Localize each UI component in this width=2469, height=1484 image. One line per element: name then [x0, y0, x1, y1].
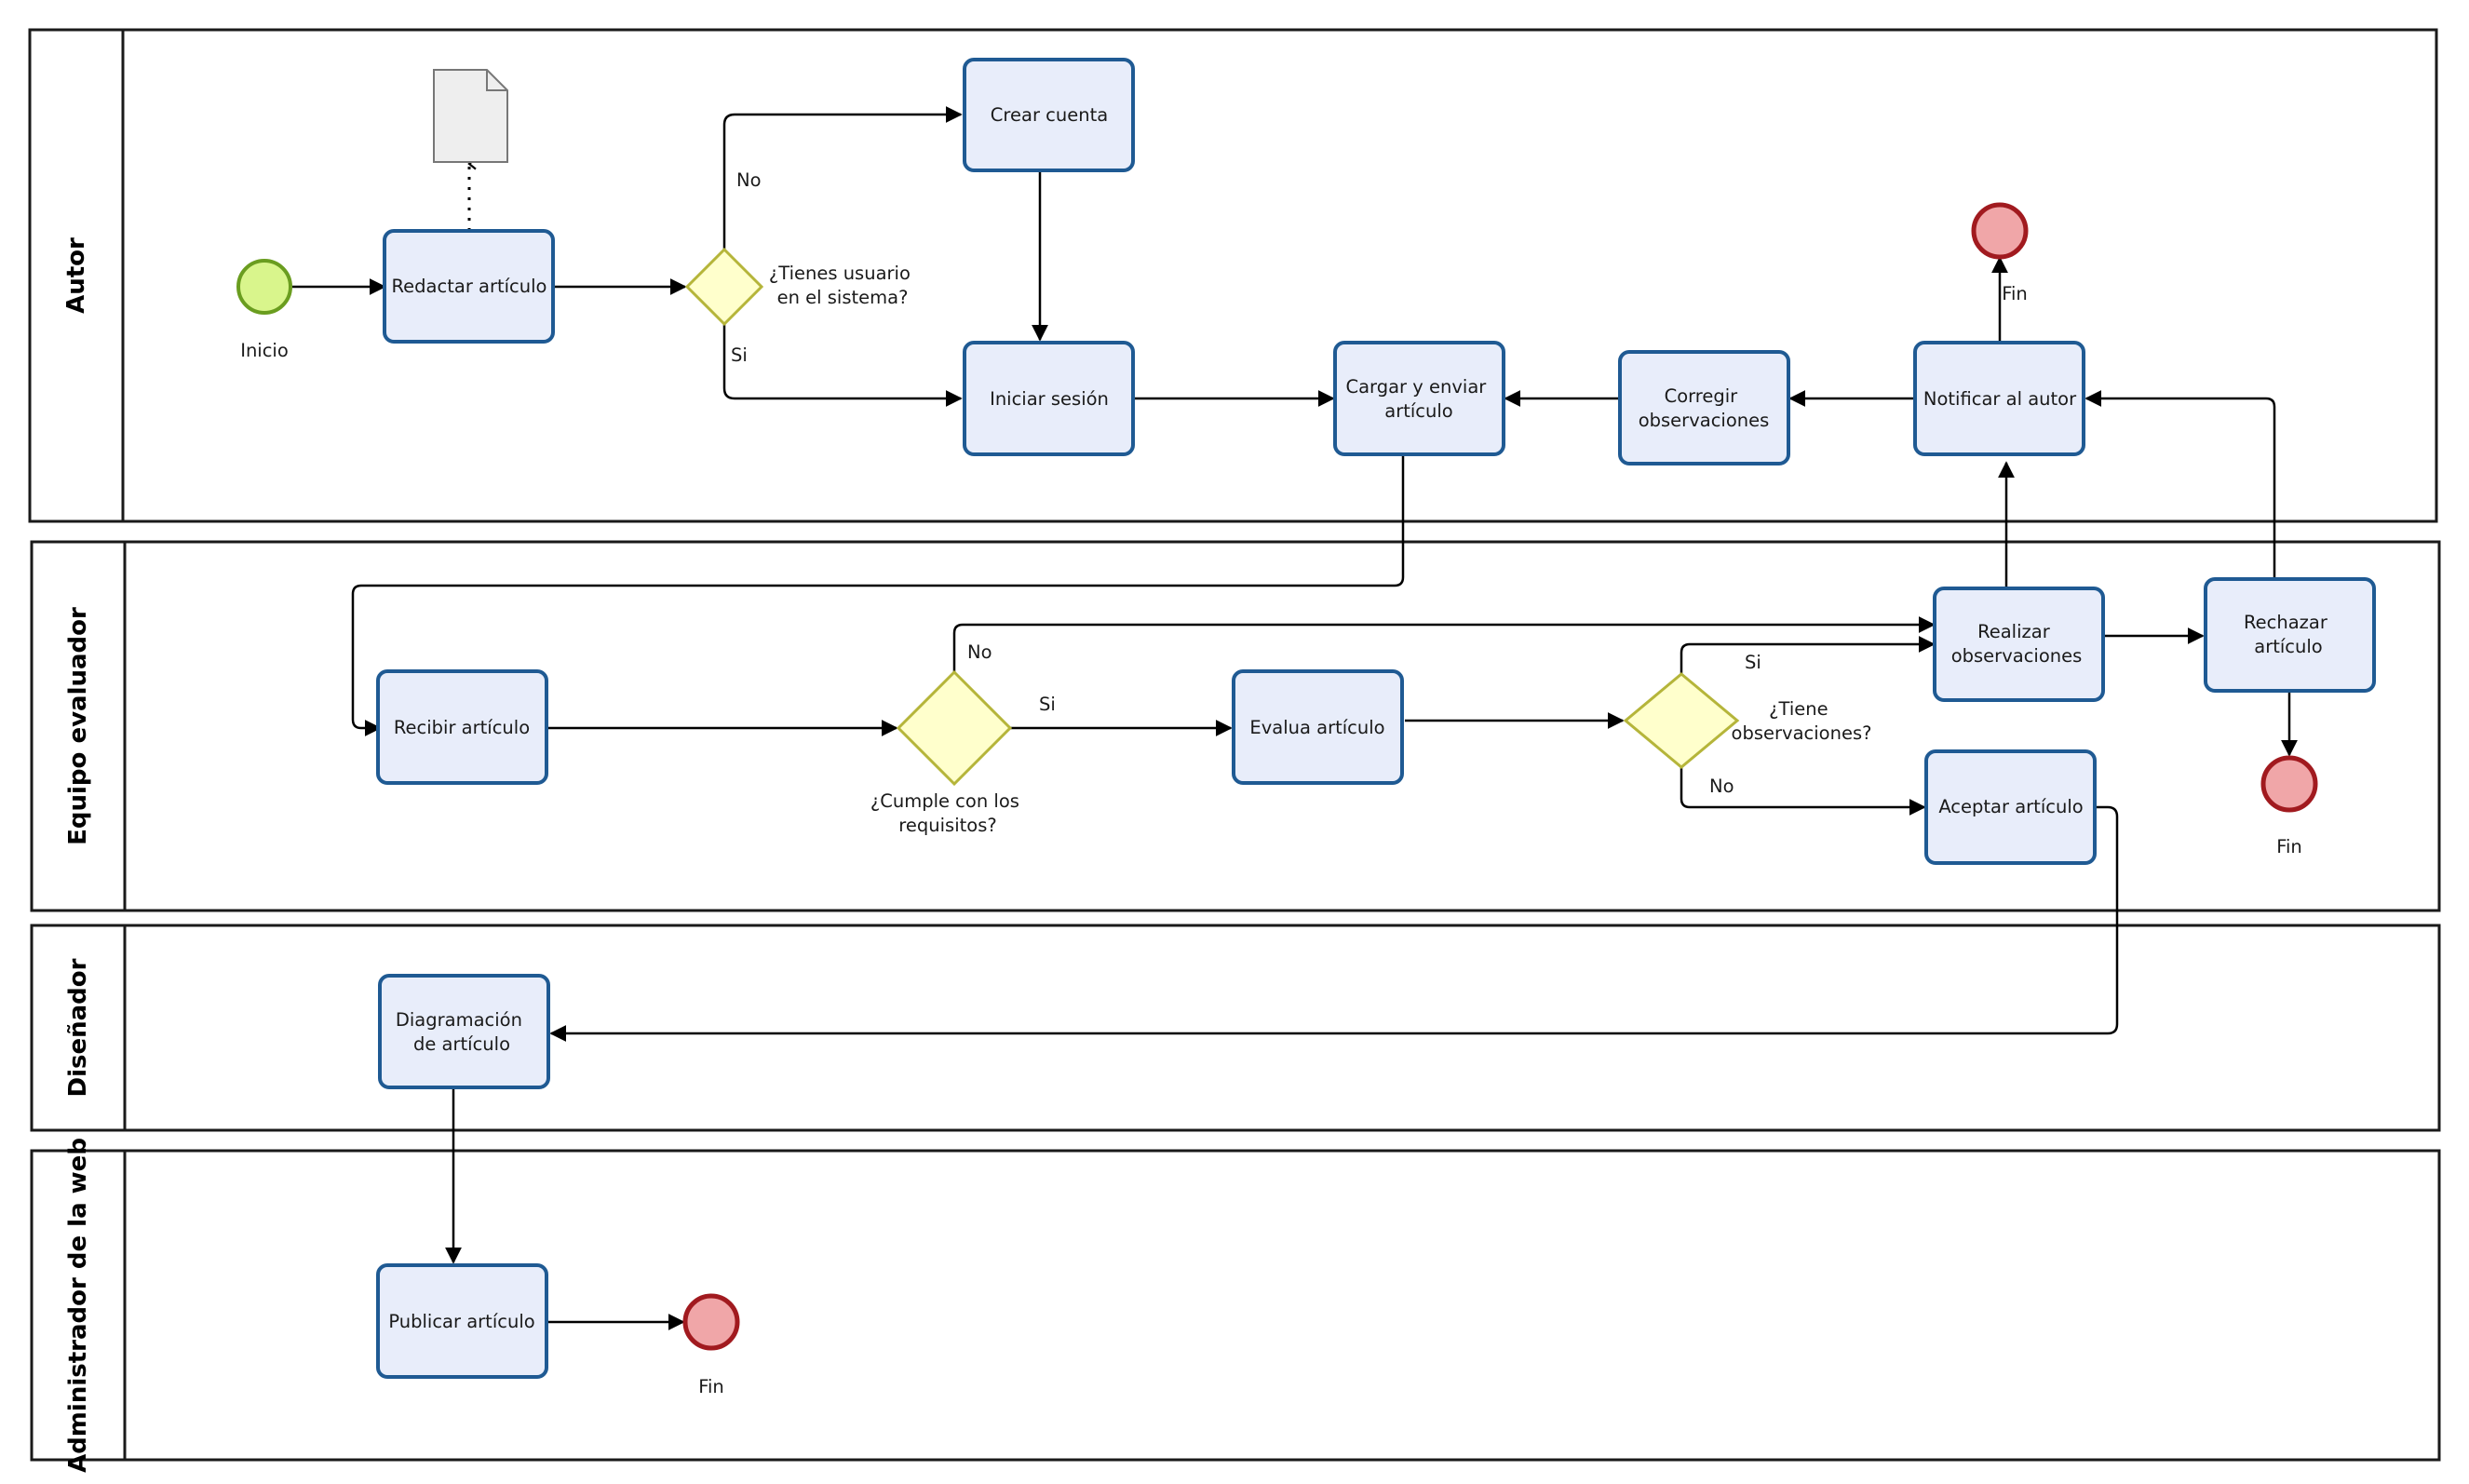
flow-usuario-no-crear — [722, 106, 963, 250]
task-label-line2: de artículo — [413, 1033, 510, 1055]
task-diagramacion-articulo[interactable]: Diagramación de artículo — [378, 974, 550, 1089]
data-object-articulo-icon — [433, 69, 508, 163]
gateway-tiene-observaciones: ¿Tiene observaciones? — [1623, 672, 1872, 769]
gateway-cumple-requisitos: ¿Cumple con los requisitos? — [870, 669, 1025, 836]
task-iniciar-sesion[interactable]: Iniciar sesión — [963, 341, 1135, 456]
svg-text:Corregir observaciones: Corregir observaciones — [1639, 385, 1770, 431]
svg-text:Crear cuenta: Crear cuenta — [991, 104, 1108, 126]
task-label-line1: Diagramación — [396, 1009, 522, 1031]
flow-observaciones-no-aceptar — [1680, 767, 1926, 816]
task-corregir-observaciones[interactable]: Corregir observaciones — [1618, 350, 1790, 465]
flow-observaciones-si-realizar — [1680, 636, 1936, 674]
task-recibir-articulo[interactable]: Recibir artículo — [376, 669, 548, 785]
flow-label-usuario-si: Si — [731, 344, 748, 366]
gateway-tienes-usuario: ¿Tienes usuario en el sistema? — [684, 247, 916, 327]
task-label-line2: artículo — [1384, 400, 1452, 422]
svg-text:Iniciar sesión: Iniciar sesión — [990, 388, 1109, 410]
task-label: Redactar artículo — [392, 276, 547, 297]
flow-aceptar-diagramacion — [549, 805, 2119, 1042]
flow-label-requisitos-no: No — [967, 641, 992, 663]
lane-title-autor: Autor — [62, 237, 90, 314]
svg-text:¿Tiene observaciones?: ¿Tiene observaciones? — [1732, 698, 1872, 744]
svg-text:Publicar artículo: Publicar artículo — [388, 1311, 534, 1332]
task-label-line1: Cargar y enviar — [1345, 376, 1487, 398]
task-label-line1: Corregir — [1665, 385, 1739, 407]
svg-text:Evalua artículo: Evalua artículo — [1249, 717, 1384, 738]
task-label: Aceptar artículo — [1938, 796, 2083, 817]
gateway-requisitos-line2: requisitos? — [898, 815, 996, 836]
gateway-requisitos-line1: ¿Cumple con los — [870, 790, 1019, 812]
sequence-flows — [292, 106, 2298, 1330]
flow-label-requisitos-si: Si — [1039, 694, 1056, 715]
task-realizar-observaciones[interactable]: Realizar observaciones — [1933, 587, 2105, 702]
lane-title-disenador: Diseñador — [64, 958, 92, 1097]
svg-text:¿Cumple con los requisit: ¿Cumple con los requisitos? — [870, 790, 1025, 836]
task-cargar-enviar-articulo[interactable]: Cargar y enviar artículo — [1333, 341, 1505, 456]
task-label: Publicar artículo — [388, 1311, 534, 1332]
task-label: Recibir artículo — [394, 717, 530, 738]
lane-disenador: Diseñador — [30, 924, 2441, 1132]
end-event-fin-publicar: Fin — [682, 1293, 740, 1397]
flow-labels: No Si No Si Si No — [731, 169, 1761, 797]
flow-cargar-recibir — [351, 456, 1405, 736]
end-event-fin-autor: Fin — [1971, 202, 2029, 304]
flow-rechazar-notificar — [2084, 390, 2276, 579]
task-redactar-articulo[interactable]: Redactar artículo — [383, 229, 555, 344]
gateway-usuario-line1: ¿Tienes usuario — [769, 263, 911, 284]
gateway-usuario-line2: en el sistema? — [777, 287, 909, 308]
start-event-inicio: Inicio — [236, 259, 292, 361]
task-label: Notificar al autor — [1923, 388, 2077, 410]
task-label-line1: Rechazar — [2244, 612, 2328, 633]
end-event-label-publicar: Fin — [698, 1376, 724, 1397]
task-label: Crear cuenta — [991, 104, 1108, 126]
task-notificar-autor[interactable]: Notificar al autor — [1913, 341, 2085, 456]
flow-usuario-si-iniciar — [722, 324, 963, 407]
svg-text:Cargar y enviar artículo: Cargar y enviar artículo — [1345, 376, 1491, 422]
task-label-line2: observaciones — [1951, 645, 2083, 667]
flow-label-usuario-no: No — [736, 169, 762, 191]
end-event-label-rechazo: Fin — [2276, 836, 2302, 857]
task-label: Iniciar sesión — [990, 388, 1109, 410]
flow-label-obs-si: Si — [1745, 652, 1761, 673]
svg-text:Rechazar artículo: Rechazar artículo — [2244, 612, 2333, 657]
task-crear-cuenta[interactable]: Crear cuenta — [963, 58, 1135, 172]
task-label-line1: Realizar — [1977, 621, 2051, 642]
end-event-label-autor: Fin — [2002, 283, 2028, 304]
svg-text:Notificar al autor: Notificar al autor — [1923, 388, 2077, 410]
svg-text:Aceptar artículo: Aceptar artículo — [1938, 796, 2083, 817]
gateway-observaciones-line2: observaciones? — [1732, 722, 1872, 744]
task-rechazar-articulo[interactable]: Rechazar artículo — [2204, 577, 2376, 693]
start-event-label: Inicio — [240, 340, 289, 361]
lane-title-equipo-evaluador: Equipo evaluador — [64, 607, 92, 845]
svg-text:Redactar artículo: Redactar artículo — [392, 276, 547, 297]
task-label: Evalua artículo — [1249, 717, 1384, 738]
svg-text:Realizar observaciones: Realizar observaciones — [1951, 621, 2083, 667]
task-aceptar-articulo[interactable]: Aceptar artículo — [1924, 749, 2097, 865]
svg-text:¿Tienes usuario en el si: ¿Tienes usuario en el sistema? — [769, 263, 916, 308]
task-label-line2: observaciones — [1639, 410, 1770, 431]
flow-requisitos-no-realizar — [952, 616, 1936, 672]
end-event-fin-rechazo: Fin — [2260, 755, 2318, 857]
svg-text:Recibir artículo: Recibir artículo — [394, 717, 530, 738]
flow-label-obs-no: No — [1709, 776, 1734, 797]
task-evalua-articulo[interactable]: Evalua artículo — [1232, 669, 1404, 785]
gateway-observaciones-line1: ¿Tiene — [1769, 698, 1828, 720]
svg-text:Diagramación de artículo: Diagramación de artículo — [396, 1009, 528, 1055]
task-label-line2: artículo — [2254, 636, 2322, 657]
task-publicar-articulo[interactable]: Publicar artículo — [376, 1263, 548, 1379]
lane-title-administrador-web: Administrador de la web — [64, 1138, 92, 1473]
